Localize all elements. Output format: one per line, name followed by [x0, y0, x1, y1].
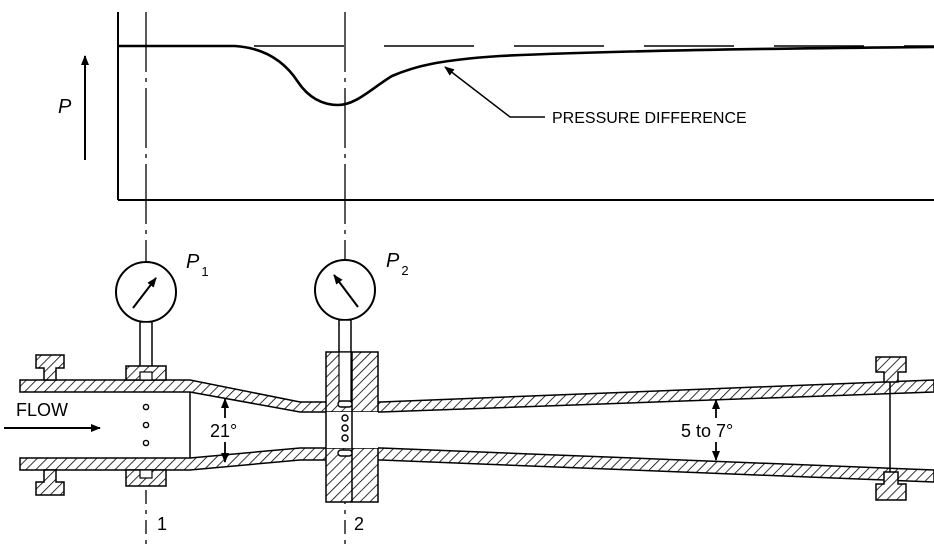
gauge-p1-stem — [139, 321, 153, 369]
inlet-angle-dimension: 21° — [210, 398, 237, 463]
upper-wall — [19, 379, 934, 413]
section-2-holes — [337, 400, 353, 457]
section-1-tap-bottom — [139, 469, 153, 479]
section-1-holes — [142, 403, 150, 447]
inlet-angle-label: 21° — [210, 421, 237, 441]
pressure-difference-leader — [444, 66, 545, 118]
section-1-label: 1 — [157, 514, 167, 534]
inlet-flange-bottom — [35, 469, 65, 496]
flow-label: FLOW — [16, 400, 68, 420]
outlet-angle-dimension: 5 to 7° — [681, 399, 733, 461]
pressure-curve — [118, 44, 934, 107]
flow-indicator: FLOW — [4, 400, 101, 432]
pressure-difference-label: PRESSURE DIFFERENCE — [552, 110, 747, 127]
lower-wall — [19, 447, 934, 483]
section-1-tap-top — [139, 371, 153, 381]
outlet-angle-label: 5 to 7° — [681, 421, 733, 441]
gauge-p1-needle — [132, 277, 157, 309]
section-2-tap — [338, 351, 352, 403]
gauge-p2-needle — [333, 274, 359, 308]
inlet-flange-top — [35, 354, 65, 381]
outlet-flange-top — [875, 356, 907, 383]
venturi-tube — [19, 351, 934, 503]
section-2-label: 2 — [354, 514, 364, 534]
outlet-flange-bottom — [875, 471, 907, 501]
p-axis-label: P — [58, 96, 72, 118]
pressure-graph: PRESSURE DIFFERENCE P — [58, 12, 934, 201]
